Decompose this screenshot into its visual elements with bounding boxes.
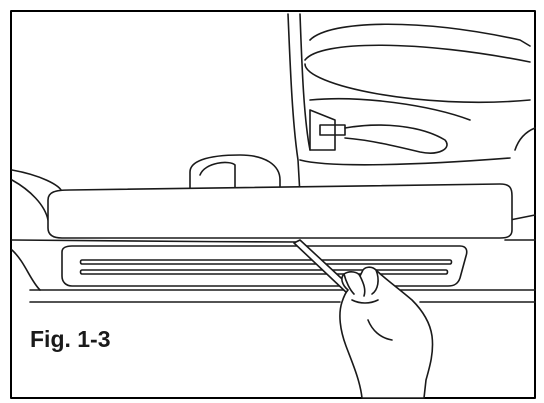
body-panel-lines xyxy=(11,169,536,303)
anchor-block-edge xyxy=(199,161,236,193)
door-sill-trim xyxy=(47,183,513,239)
hand-icon xyxy=(339,266,434,399)
scuff-plate xyxy=(61,245,468,287)
seat-outline xyxy=(287,13,536,196)
figure-caption: Fig. 1-3 xyxy=(30,326,111,352)
